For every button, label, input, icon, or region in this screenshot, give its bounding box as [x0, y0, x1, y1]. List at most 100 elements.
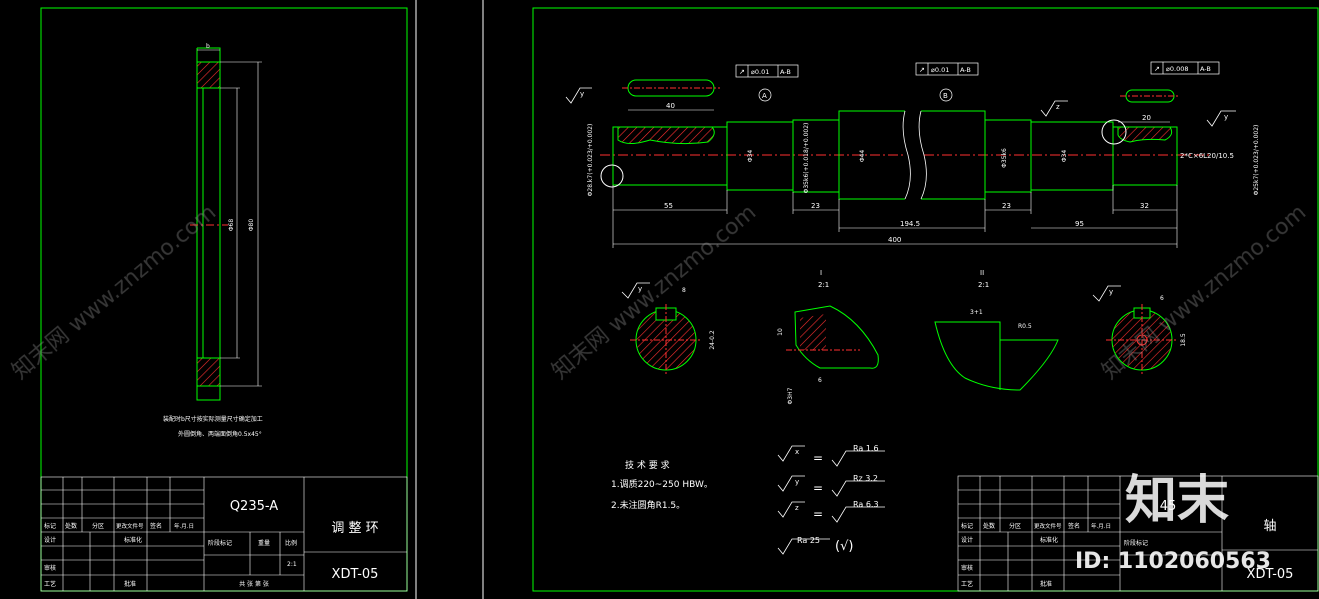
rough-val-z: Ra 6.3 [853, 500, 879, 509]
watermark-text-3: 知末网 www.znzmo.com [1098, 200, 1311, 385]
svg-text:⌀0.01: ⌀0.01 [751, 68, 769, 76]
rough-check: (√) [835, 539, 853, 554]
ring-width-label: b [206, 43, 210, 50]
sheet2-tb-mark: 标记 [961, 522, 973, 530]
roughness-marks [565, 87, 1236, 302]
dim-len2: 23 [811, 202, 820, 210]
sheet2-frame [532, 7, 1319, 592]
tech-req-item-2: 2.未注圆角R1.5。 [611, 499, 685, 511]
rough-mark-z-1: z [1056, 103, 1060, 111]
watermark-logo: 知末 [1125, 471, 1229, 531]
rough-key-y: y [795, 478, 799, 486]
dim-key1: 40 [666, 102, 675, 110]
sheet2-part-name: 轴 [1263, 519, 1276, 534]
sheet2-tb-change-doc: 更改文件号 [1034, 522, 1062, 530]
dim-len5: 95 [1075, 220, 1084, 228]
shaft-seg-3 [792, 119, 840, 193]
section2-depth: 18.5 [1180, 333, 1187, 347]
sheet1-note-2: 外圆倒角、两端面倒角0.5x45° [178, 430, 262, 438]
sheet2-tb-count: 处数 [983, 522, 995, 530]
detail-view-1: I 2:1 10 6 Φ3H7 [777, 269, 879, 404]
rough-val-x: Ra 1.6 [853, 444, 879, 453]
sheet1-material: Q235-A [230, 499, 278, 514]
section1-depth: 24-0.2 [709, 330, 716, 350]
svg-text:⌀0.008: ⌀0.008 [1166, 65, 1189, 73]
dim-total: 400 [888, 236, 901, 244]
rough-eq-2: = [813, 481, 823, 495]
tolerance-frame-2: ↗ ⌀0.01 A-B [915, 62, 979, 76]
shaft-seg-5 [984, 119, 1032, 193]
sheet2-material: 45 [1160, 499, 1177, 514]
shaft-seg-6 [1030, 121, 1114, 191]
dim-d2: Φ34 [747, 150, 754, 163]
tolerance-frame-1: ↗ ⌀0.01 A-B [735, 64, 799, 78]
svg-text:A-B: A-B [1200, 65, 1211, 73]
detail1-height: 10 [777, 328, 784, 336]
section-view-2: 6 18.5 [1106, 295, 1187, 376]
dim-len3: 194.5 [900, 220, 920, 228]
sheet2-tb-stage: 阶段标记 [1124, 539, 1148, 547]
svg-text:↗: ↗ [739, 68, 745, 76]
shaft-drawing: Φ28.k7(+0.023/+0.002) Φ34 Φ35k6(+0.018/+… [587, 79, 1260, 248]
sheet1-tb-mark: 标记 [44, 522, 56, 530]
sheet2-tb-approve: 批准 [1040, 580, 1052, 588]
sheet1-tb-scale-label: 比例 [285, 539, 297, 547]
sheet2-tb-design: 设计 [961, 536, 973, 544]
dim-thread: 2*C×6L20/10.5 [1180, 152, 1234, 160]
shaft-break-left [902, 110, 911, 200]
rough-mark-y-4: y [1109, 288, 1113, 296]
tolerance-frame-3: ↗ ⌀0.008 A-B [1150, 61, 1220, 75]
sheet1-part-name: 调 整 环 [331, 521, 378, 536]
dim-key2: 20 [1142, 114, 1151, 122]
dim-d5: Φ35k6 [1001, 148, 1008, 168]
sheet1-sheet-info: 共 张 第 张 [239, 580, 269, 588]
roughness-table [777, 445, 885, 555]
dim-d4: Φ44 [859, 150, 866, 163]
detail1-dia: Φ3H7 [787, 387, 794, 404]
detail-view-2: II 2:1 R0.5 3+1 [934, 269, 1059, 391]
datum-b-label: B [943, 92, 948, 100]
sheet2-tb-zone: 分区 [1009, 522, 1021, 530]
detail1-width: 6 [818, 377, 822, 384]
sheet1-tb-zone: 分区 [92, 522, 104, 530]
sheet1-note-1: 装配时b尺寸按实际测量尺寸确定加工 [163, 415, 263, 423]
keyway-right-section [1117, 126, 1173, 143]
detail2-label: II [980, 269, 984, 277]
rough-mark-y-2: y [1224, 113, 1228, 121]
shaft-break-right [918, 110, 927, 200]
detail1-label: I [820, 269, 822, 277]
sheet2-title-block [957, 475, 1319, 592]
dim-d7: Φ25k7(+0.023/+0.002) [1253, 125, 1260, 196]
sheet2-tb-signature: 签名 [1068, 522, 1080, 530]
sheet2-tb-date: 年.月.日 [1091, 522, 1111, 530]
datum-a-marker [758, 88, 772, 102]
rough-mark-y-3: y [638, 285, 642, 293]
shaft-seg-2 [726, 121, 794, 191]
sheet2-tb-review: 审核 [961, 564, 973, 572]
sheet1-drawing-no: XDT-05 [332, 567, 379, 582]
detail2-scale: 2:1 [978, 281, 989, 289]
sheet1-tb-change-doc: 更改文件号 [116, 522, 144, 530]
section1-keywidth: 8 [682, 287, 686, 294]
sheet1-tb-stage: 阶段标记 [208, 539, 232, 547]
sheet1-tb-standardize: 标准化 [124, 536, 142, 544]
section2-keywidth: 6 [1160, 295, 1164, 302]
detail2-width: 3+1 [970, 309, 983, 316]
watermark-id: ID: 1102060563 [1075, 549, 1271, 574]
ring-hatch-bottom [196, 357, 221, 387]
rough-eq-1: = [813, 451, 823, 465]
sheet-2: Φ28.k7(+0.023/+0.002) Φ34 Φ35k6(+0.018/+… [532, 7, 1319, 592]
watermark-text-1: 知末网 www.znzmo.com [8, 200, 221, 385]
sheet1-title-block [40, 476, 408, 592]
sheet1-tb-count: 处数 [65, 522, 77, 530]
ring-outline [196, 47, 221, 401]
detail2-radius: R0.5 [1018, 323, 1032, 330]
keyway-left-section [617, 126, 715, 145]
dim-len4: 23 [1002, 202, 1011, 210]
sheet2-drawing-no: XDT-05 [1247, 567, 1294, 582]
shaft-break [905, 108, 921, 202]
dim-d6: Φ34 [1061, 150, 1068, 163]
sheet1-scale: 2:1 [287, 561, 297, 568]
svg-text:⌀0.01: ⌀0.01 [931, 66, 949, 74]
